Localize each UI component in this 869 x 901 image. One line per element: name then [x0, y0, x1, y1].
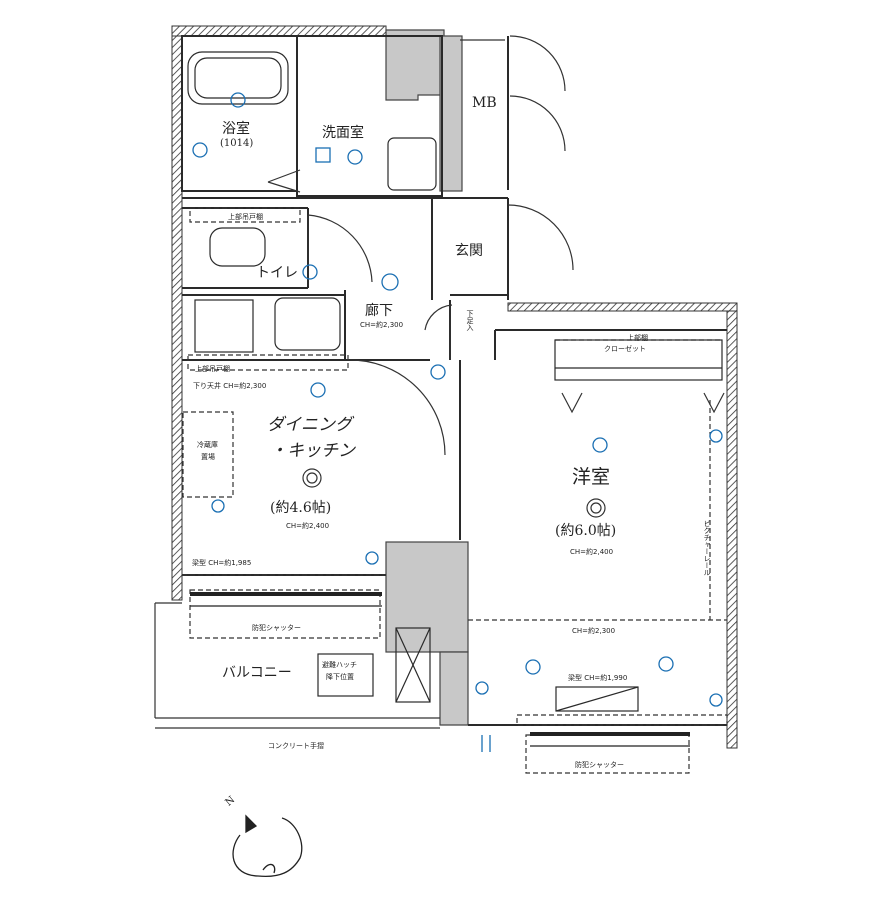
exterior-wall-left: [171, 29, 183, 601]
balcony-outline: [154, 602, 440, 729]
entrance-label: 玄関: [455, 243, 483, 259]
shoe-box-label: 下足入: [466, 310, 474, 331]
ceiling-lights: [302, 468, 606, 518]
toilet-label: トイレ: [256, 265, 298, 281]
electrical-symbols: [192, 92, 723, 752]
fixtures: [187, 51, 723, 712]
hatch-label-line2: 降下位置: [326, 673, 354, 681]
western-shutter: 防犯シャッター: [575, 761, 624, 769]
hallway-ceiling: CH=約2,300: [360, 321, 404, 329]
western-room-label: 洋室: [572, 466, 611, 488]
balcony-label: バルコニー: [222, 665, 292, 681]
dk-area: (約4.6帖): [270, 500, 332, 516]
concrete-rail-label: コンクリート手摺: [268, 742, 324, 750]
window-sills: [190, 592, 690, 747]
closet-label: クローゼット: [604, 345, 646, 353]
exterior-wall-right: [726, 302, 738, 749]
dk-beam: 梁型 CH=約1,985: [192, 559, 252, 567]
picture-rail-label: ピクチャーレール: [703, 520, 711, 576]
dk-ceiling: CH=約2,400: [286, 522, 330, 530]
dk-label-line1: ダイニング: [267, 415, 352, 435]
toilet-cabinet-label: 上部吊戸棚: [228, 213, 263, 221]
dk-label-line2: ・キッチン: [270, 441, 355, 461]
western-beam: 梁型 CH=約1,990: [568, 674, 628, 682]
closet-shelf-label: 上部棚: [627, 334, 648, 342]
fridge-label-line2: 置場: [201, 453, 215, 461]
bath-label: 浴室: [222, 121, 250, 137]
fridge-label-line1: 冷蔵庫: [197, 441, 218, 449]
western-area: (約6.0帖): [555, 523, 617, 539]
hatch-label-line1: 避難ハッチ: [322, 661, 357, 669]
western-ceiling: CH=約2,400: [570, 548, 614, 556]
doors: [267, 35, 574, 456]
bath-size: (1014): [220, 138, 254, 149]
exterior-wall-top: [171, 25, 387, 37]
hallway-label: 廊下: [365, 303, 393, 319]
compass: [232, 814, 303, 878]
dk-cabinet-line2: 下り天井 CH=約2,300: [193, 382, 267, 390]
closet-hangers: [561, 392, 725, 414]
washroom-label: 洗面室: [322, 125, 364, 141]
dk-cabinet-line1: 上部吊戸棚: [195, 365, 230, 373]
meter-box-label: MB: [472, 95, 497, 111]
exterior-wall-top-right: [507, 302, 738, 312]
dk-shutter: 防犯シャッター: [252, 624, 301, 632]
structural-columns: [385, 29, 469, 726]
western-lower-ceiling: CH=約2,300: [572, 627, 616, 635]
